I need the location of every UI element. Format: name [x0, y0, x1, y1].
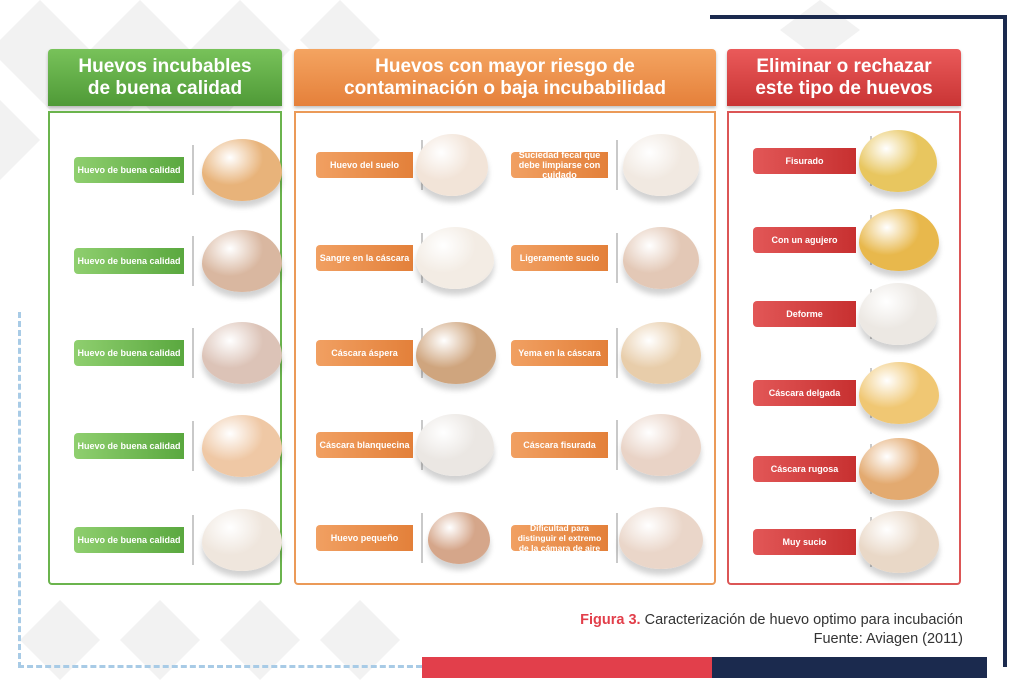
- risk-egg-label: Cáscara blanquecina: [316, 432, 413, 458]
- divider: [192, 236, 194, 286]
- risk-eggs-title-line1: Huevos con mayor riesgo de: [375, 55, 635, 77]
- egg-image: [428, 512, 490, 564]
- good-egg-item: Huevo de buena calidad: [74, 505, 282, 575]
- risk-egg-item: Dificultad para distinguir el extremo de…: [511, 503, 706, 573]
- reject-egg-item: Cáscara delgada: [753, 358, 943, 428]
- risk-eggs-panel: Huevo del suelo Sangre en la cáscara Cás…: [294, 111, 716, 585]
- good-eggs-title-line2: de buena calidad: [87, 77, 243, 99]
- divider: [192, 328, 194, 378]
- reject-egg-item: Con un agujero: [753, 205, 943, 275]
- figure-label: Figura 3.: [580, 612, 641, 628]
- reject-egg-label: Muy sucio: [753, 529, 856, 555]
- risk-egg-label: Sangre en la cáscara: [316, 245, 413, 271]
- good-egg-item: Huevo de buena calidad: [74, 318, 282, 388]
- good-egg-label: Huevo de buena calidad: [74, 433, 184, 459]
- egg-image: [859, 362, 939, 424]
- egg-image: [621, 414, 701, 476]
- risk-egg-item: Huevo pequeño: [316, 503, 496, 573]
- egg-image: [859, 511, 939, 573]
- divider: [192, 421, 194, 471]
- divider: [616, 420, 618, 470]
- reject-eggs-title-line1: Eliminar o rechazar: [756, 55, 932, 77]
- risk-egg-label: Huevo del suelo: [316, 152, 413, 178]
- good-egg-label: Huevo de buena calidad: [74, 527, 184, 553]
- reject-eggs-title-line2: este tipo de huevos: [755, 77, 933, 99]
- good-eggs-title-line1: Huevos incubables: [78, 55, 252, 77]
- risk-egg-item: Huevo del suelo: [316, 130, 496, 200]
- risk-egg-item: Sangre en la cáscara: [316, 223, 496, 293]
- egg-image: [202, 230, 282, 292]
- egg-image: [859, 209, 939, 271]
- good-egg-label: Huevo de buena calidad: [74, 248, 184, 274]
- good-egg-item: Huevo de buena calidad: [74, 226, 282, 296]
- reject-eggs-header: Eliminar o rechazar este tipo de huevos: [727, 49, 961, 106]
- reject-egg-label: Deforme: [753, 301, 856, 327]
- good-eggs-panel: Huevo de buena calidad Huevo de buena ca…: [48, 111, 282, 585]
- risk-egg-label: Suciedad fecal que debe limpiarse con cu…: [511, 150, 608, 180]
- risk-egg-label: Cáscara fisurada: [511, 432, 608, 458]
- egg-image: [202, 322, 282, 384]
- egg-image: [621, 322, 701, 384]
- risk-egg-label: Huevo pequeño: [316, 525, 413, 551]
- reject-egg-item: Fisurado: [753, 126, 943, 196]
- egg-image: [202, 509, 282, 571]
- risk-eggs-header: Huevos con mayor riesgo de contaminación…: [294, 49, 716, 106]
- risk-egg-item: Ligeramente sucio: [511, 223, 706, 293]
- risk-egg-item: Yema en la cáscara: [511, 318, 706, 388]
- figure-caption: Figura 3. Caracterización de huevo optim…: [580, 611, 963, 649]
- egg-image: [202, 139, 282, 201]
- reject-egg-label: Cáscara rugosa: [753, 456, 856, 482]
- reject-egg-item: Deforme: [753, 279, 943, 349]
- reject-egg-item: Muy sucio: [753, 507, 943, 577]
- reject-egg-label: Con un agujero: [753, 227, 856, 253]
- egg-image: [619, 507, 703, 569]
- frame-dashed-bottom-line: [18, 665, 422, 668]
- footer-red-bar: [422, 657, 712, 678]
- risk-egg-label: Cáscara áspera: [316, 340, 413, 366]
- divider: [616, 140, 618, 190]
- divider: [192, 515, 194, 565]
- risk-egg-item: Cáscara blanquecina: [316, 410, 496, 480]
- risk-egg-item: Cáscara áspera: [316, 318, 496, 388]
- reject-egg-label: Fisurado: [753, 148, 856, 174]
- good-egg-item: Huevo de buena calidad: [74, 135, 282, 205]
- egg-image: [623, 134, 699, 196]
- risk-egg-item: Cáscara fisurada: [511, 410, 706, 480]
- egg-image: [416, 227, 494, 289]
- reject-eggs-panel: Fisurado Con un agujero Deforme Cáscara …: [727, 111, 961, 585]
- divider: [616, 233, 618, 283]
- good-egg-item: Huevo de buena calidad: [74, 411, 282, 481]
- risk-egg-label: Ligeramente sucio: [511, 245, 608, 271]
- egg-image: [859, 130, 937, 192]
- figure-caption-line: Figura 3. Caracterización de huevo optim…: [580, 611, 963, 630]
- egg-image: [859, 438, 939, 500]
- frame-top-line: [710, 15, 1006, 19]
- frame-right-line: [1003, 15, 1007, 667]
- divider: [616, 328, 618, 378]
- reject-egg-item: Cáscara rugosa: [753, 434, 943, 504]
- risk-egg-label: Dificultad para distinguir el extremo de…: [511, 523, 608, 553]
- egg-image: [416, 322, 496, 384]
- egg-image: [202, 415, 282, 477]
- risk-eggs-title-line2: contaminación o baja incubabilidad: [344, 77, 666, 99]
- divider: [192, 145, 194, 195]
- risk-egg-item: Suciedad fecal que debe limpiarse con cu…: [511, 130, 706, 200]
- good-eggs-header: Huevos incubables de buena calidad: [48, 49, 282, 106]
- figure-source: Fuente: Aviagen (2011): [813, 631, 963, 647]
- reject-egg-label: Cáscara delgada: [753, 380, 856, 406]
- good-egg-label: Huevo de buena calidad: [74, 157, 184, 183]
- frame-dashed-left-line: [18, 312, 21, 668]
- divider: [421, 513, 423, 563]
- egg-image: [416, 414, 494, 476]
- divider: [616, 513, 618, 563]
- footer-navy-bar: [712, 657, 987, 678]
- figure-text: Caracterización de huevo optimo para inc…: [640, 612, 963, 628]
- egg-image: [416, 134, 488, 196]
- good-egg-label: Huevo de buena calidad: [74, 340, 184, 366]
- risk-egg-label: Yema en la cáscara: [511, 340, 608, 366]
- egg-image: [623, 227, 699, 289]
- egg-image: [859, 283, 937, 345]
